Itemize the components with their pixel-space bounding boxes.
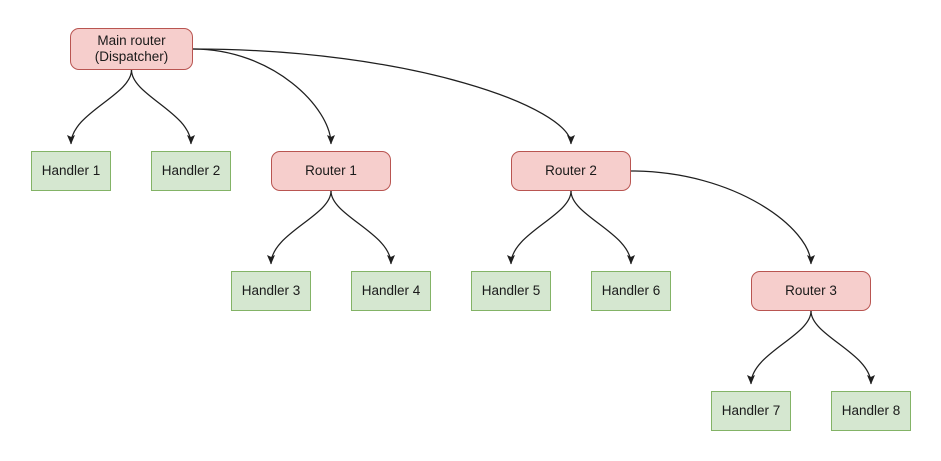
edge-main-to-router-1 <box>192 48 335 145</box>
node-label-main-router: Main router (Dispatcher) <box>94 32 169 64</box>
node-label-handler-2: Handler 2 <box>161 162 221 178</box>
node-label-handler-5: Handler 5 <box>481 282 541 298</box>
edge-router-2-to-handler-6 <box>570 190 635 265</box>
node-router-1[interactable]: Router 1 <box>271 151 391 191</box>
edge-router-1-to-handler-3 <box>267 190 332 265</box>
node-router-3[interactable]: Router 3 <box>751 271 871 311</box>
edge-main-to-router-2 <box>192 48 575 145</box>
node-label-router-3: Router 3 <box>785 282 837 298</box>
node-handler-1[interactable]: Handler 1 <box>31 151 111 191</box>
node-label-handler-8: Handler 8 <box>841 402 901 418</box>
edge-main-to-handler-2 <box>130 69 195 145</box>
edge-router-2-to-router-3 <box>630 170 815 265</box>
edge-router-2-to-handler-5 <box>507 190 572 265</box>
node-label-handler-1: Handler 1 <box>41 162 101 178</box>
node-label-handler-4: Handler 4 <box>361 282 421 298</box>
edge-paths <box>67 48 875 385</box>
node-label-router-2: Router 2 <box>545 162 597 178</box>
edge-router-3-to-handler-8 <box>810 310 875 385</box>
node-label-handler-3: Handler 3 <box>241 282 301 298</box>
node-handler-4[interactable]: Handler 4 <box>351 271 431 311</box>
node-handler-3[interactable]: Handler 3 <box>231 271 311 311</box>
edge-main-to-handler-1 <box>67 69 133 145</box>
node-handler-6[interactable]: Handler 6 <box>591 271 671 311</box>
node-label-router-1: Router 1 <box>305 162 357 178</box>
node-handler-7[interactable]: Handler 7 <box>711 391 791 431</box>
edge-router-3-to-handler-7 <box>747 310 812 385</box>
node-handler-5[interactable]: Handler 5 <box>471 271 551 311</box>
node-handler-8[interactable]: Handler 8 <box>831 391 911 431</box>
node-router-2[interactable]: Router 2 <box>511 151 631 191</box>
node-label-handler-6: Handler 6 <box>601 282 661 298</box>
node-main-router[interactable]: Main router (Dispatcher) <box>70 28 193 70</box>
edge-router-1-to-handler-4 <box>330 190 395 265</box>
node-label-handler-7: Handler 7 <box>721 402 781 418</box>
node-handler-2[interactable]: Handler 2 <box>151 151 231 191</box>
